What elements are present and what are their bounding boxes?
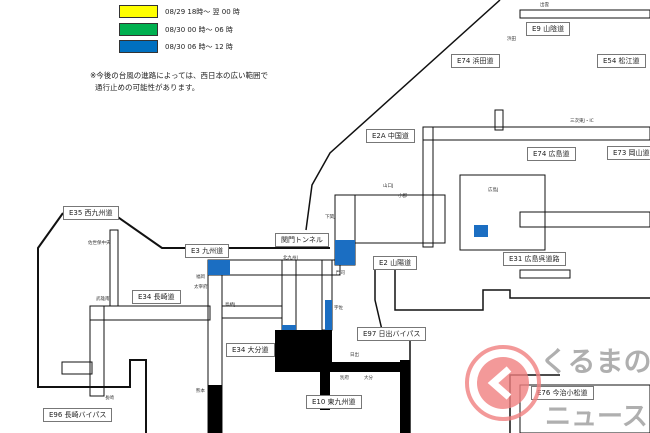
road-label-e10: E10 東九州道 — [306, 395, 362, 409]
station-label: 太宰府 — [194, 285, 208, 290]
station-label: 宇佐 — [334, 306, 343, 311]
station-label: 鳥栖J — [225, 303, 236, 308]
road-label-e9: E9 山陰道 — [526, 22, 571, 36]
road-label-e54: E54 松江道 — [597, 54, 646, 68]
road-label-e73: E73 岡山道 — [607, 146, 650, 160]
legend-swatch-blue — [119, 40, 158, 53]
closure-black — [208, 330, 410, 433]
legend-label: 08/30 00 時～ 06 時 — [165, 26, 233, 34]
station-label: 門司 — [336, 271, 345, 276]
legend-label: 08/30 06 時～ 12 時 — [165, 43, 233, 51]
road-label-e2a: E2A 中国道 — [366, 129, 415, 143]
note-line: ※今後の台風の進路によっては、西日本の広い範囲で — [90, 71, 269, 80]
road-label-e35: E35 西九州道 — [63, 206, 119, 220]
station-label: 長崎 — [105, 396, 114, 401]
road-label-e74-hamada: E74 浜田道 — [451, 54, 500, 68]
nishikyushu-outline — [37, 212, 147, 433]
station-label: 日出 — [350, 353, 359, 358]
station-label: 大分 — [364, 376, 373, 381]
e2a-diagonal-line — [305, 0, 501, 231]
legend-swatch-yellow — [119, 5, 158, 18]
road-label-e2: E2 山陽道 — [373, 256, 418, 270]
road-label-e34-nagasaki: E34 長崎道 — [132, 290, 181, 304]
road-label-e3: E3 九州道 — [185, 244, 230, 258]
road-label-e97: E97 日出バイパス — [357, 327, 427, 341]
road-label-e34-oita: E34 大分道 — [226, 343, 275, 357]
road-label-kanmon: 関門トンネル — [275, 233, 329, 247]
watermark-logo-icon — [465, 345, 541, 421]
legend-swatch-green — [119, 23, 158, 36]
legend-label: 08/29 18時～ 翌 00 時 — [165, 8, 240, 16]
station-label: 別府 — [340, 376, 349, 381]
station-label: 熊本 — [196, 389, 205, 394]
station-label: 武雄南 — [96, 297, 110, 302]
station-label: 山口J — [383, 184, 394, 189]
road-label-e76: E76 今治小松道 — [531, 386, 594, 400]
e35-link-line — [111, 212, 185, 249]
station-label: 下関J — [325, 215, 336, 220]
note-line: 通行止めの可能性があります。 — [95, 83, 200, 92]
station-label: 小郡 — [398, 194, 407, 199]
station-label: 北九州J — [283, 256, 298, 261]
station-label: 三次東J・IC — [570, 119, 594, 124]
station-label: 出雲 — [540, 3, 549, 8]
road-label-e31: E31 広島呉道路 — [503, 252, 566, 266]
road-label-e74-hiroshima: E74 広島道 — [527, 147, 576, 161]
e2-lower-line — [394, 262, 650, 311]
watermark-text: くるまの — [540, 345, 650, 378]
road-label-e96: E96 長崎バイパス — [43, 408, 113, 422]
station-label: 広島J — [488, 188, 499, 193]
watermark-text: ニュース — [545, 402, 648, 432]
closure-blue — [208, 225, 488, 339]
station-label: 佐世保中央 — [88, 241, 111, 246]
station-label: 福岡 — [196, 275, 205, 280]
station-label: 浜田 — [507, 37, 516, 42]
